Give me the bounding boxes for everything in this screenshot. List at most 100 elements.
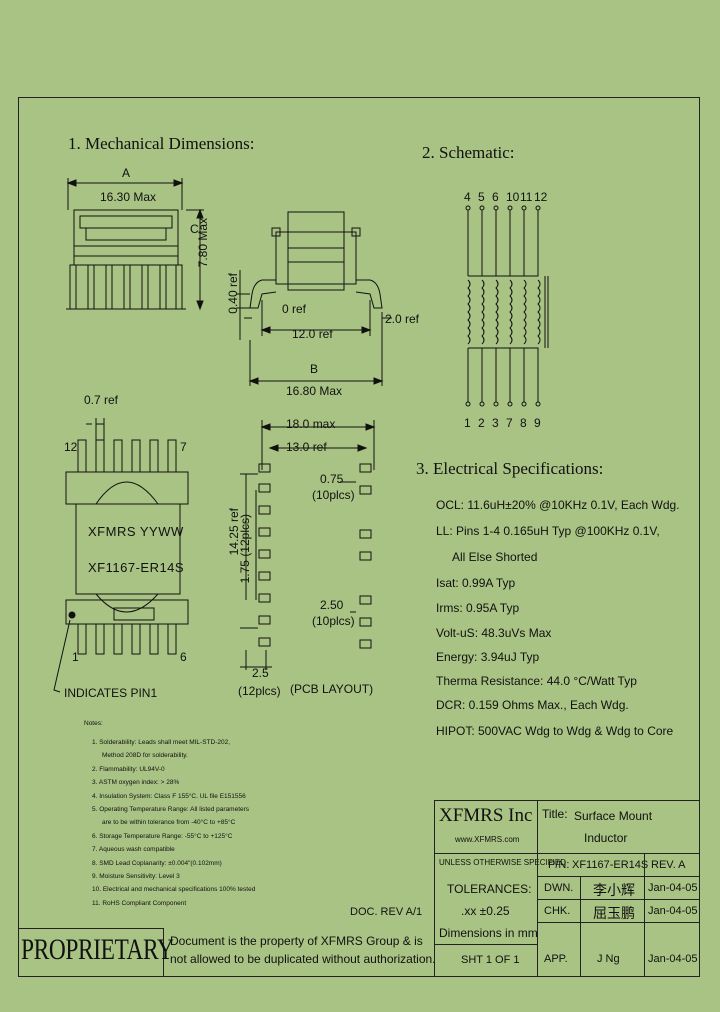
rev-cell: REV. A	[644, 853, 700, 877]
proprietary-line-2: not allowed to be duplicated without aut…	[170, 952, 436, 966]
title-cell: Title: Surface Mount Inductor	[537, 800, 700, 854]
note-item: 2. Flammability: UL94V-0	[92, 765, 165, 773]
dwn-name-cell: 李小辉	[580, 876, 645, 900]
spec-isat: Isat: 0.99A Typ	[436, 576, 516, 590]
rev-label: REV. A	[651, 859, 686, 871]
app-date-cell: Jan-04-05	[644, 922, 700, 977]
tol-line-2: TOLERANCES:	[447, 882, 532, 896]
pcb-dim-075: 0.75	[320, 472, 344, 486]
schematic-heading: 2. Schematic:	[422, 143, 515, 162]
chk-date: Jan-04-05	[648, 905, 698, 917]
pn-cell: P/N: XF1167-ER14S	[537, 853, 649, 877]
bottom-pin: 2	[478, 416, 485, 430]
title-value-2: Inductor	[584, 831, 628, 845]
note-item: 10. Electrical and mechanical specificat…	[92, 886, 256, 894]
pcb-dim-075-count: (10plcs)	[312, 488, 355, 502]
dim-a-value: 16.30 Max	[100, 190, 157, 204]
top-pin: 11	[520, 190, 533, 204]
note-item: Method 208D for solderability.	[102, 752, 188, 760]
note-item: 3. ASTM oxygen index: > 28%	[92, 779, 180, 787]
app-date: Jan-04-05	[648, 953, 698, 965]
company-website: www.XFMRS.com	[455, 835, 520, 844]
dim-b-label: B	[310, 362, 319, 376]
sheet-number: SHT 1 OF 1	[461, 954, 520, 966]
app-label: APP.	[544, 953, 568, 965]
tol-line-4: Dimensions in mm	[439, 926, 538, 940]
bottom-pin: 7	[506, 416, 513, 430]
pcb-dim-13-ref: 13.0 ref	[286, 440, 327, 454]
note-item: 11. RoHS Compliant Component	[92, 899, 187, 907]
dim-b-value: 16.80 Max	[286, 384, 343, 398]
pn-label: P/N:	[548, 859, 570, 871]
pcb-dim-250-count: (10plcs)	[312, 614, 355, 628]
pin1-indicator-note: INDICATES PIN1	[64, 686, 158, 700]
dim-2-ref: 2.0 ref	[385, 312, 420, 326]
note-item: 1. Solderability: Leads shall meet MIL-S…	[92, 739, 231, 746]
chk-name: 屈玉鹏	[593, 905, 635, 921]
dim-12-ref: 12.0 ref	[292, 327, 333, 341]
bottom-pin: 8	[520, 416, 527, 430]
dim-a-label: A	[122, 166, 131, 180]
proprietary-cell: PROPRIETARY	[18, 928, 174, 977]
sheet-cell: SHT 1 OF 1	[434, 944, 538, 977]
dwn-label-cell: DWN.	[537, 876, 581, 900]
pcb-dim-250: 2.50	[320, 598, 344, 612]
spec-irms: Irms: 0.95A Typ	[436, 601, 520, 615]
spec-ll-cont: All Else Shorted	[452, 550, 538, 564]
marking-line-2: XF1167-ER14S	[88, 560, 185, 575]
pin-7-label: 7	[180, 440, 187, 454]
pin-12-label: 12	[64, 440, 78, 454]
note-item: 7. Aqueous wash compatible	[92, 846, 175, 854]
pin-1-label: 1	[72, 650, 79, 664]
spec-ll: LL: Pins 1-4 0.165uH Typ @100KHz 0.1V,	[436, 524, 660, 538]
dwn-name: 李小辉	[593, 882, 635, 898]
proprietary-line-1: Document is the property of XFMRS Group …	[170, 934, 423, 948]
dwn-label: DWN.	[544, 882, 574, 894]
tol-line-3: .xx ±0.25	[461, 904, 510, 918]
app-name: J Ng	[597, 953, 620, 965]
title-label: Title:	[542, 807, 568, 821]
spec-hipot: HIPOT: 500VAC Wdg to Wdg & Wdg to Core	[436, 724, 674, 738]
bottom-pin: 1	[464, 416, 471, 430]
note-item: 9. Moisture Sensitivity: Level 3	[92, 872, 180, 880]
top-pin: 10	[506, 190, 520, 204]
app-name-cell: J Ng	[580, 922, 645, 977]
pin-6-label: 6	[180, 650, 187, 664]
dim-c-label: C	[190, 222, 199, 236]
proprietary-word: PROPRIETARY	[21, 933, 174, 966]
title-value: Surface Mount	[574, 809, 653, 823]
dim-07-ref: 0.7 ref	[84, 393, 119, 407]
note-item: 6. Storage Temperature Range: -55°C to +…	[92, 832, 233, 840]
dwn-date-cell: Jan-04-05	[644, 876, 700, 900]
spec-dcr: DCR: 0.159 Ohms Max., Each Wdg.	[436, 698, 629, 712]
electrical-heading: 3. Electrical Specifications:	[416, 459, 604, 478]
pcb-dim-25: 2.5	[252, 666, 269, 680]
company-name: XFMRS Inc	[439, 805, 533, 826]
chk-name-cell: 屈玉鹏	[580, 899, 645, 923]
chk-date-cell: Jan-04-05	[644, 899, 700, 923]
top-pin: 4	[464, 190, 471, 204]
notes-title: Notes:	[84, 720, 103, 727]
top-pin: 6	[492, 190, 499, 204]
marking-line-1: XFMRS YYWW	[88, 524, 184, 539]
pcb-dim-25-count: (12plcs)	[238, 684, 281, 698]
dim-0-ref: 0 ref	[282, 302, 307, 316]
notes-list: 1. Solderability: Leads shall meet MIL-S…	[92, 739, 256, 914]
bottom-pin: 9	[534, 416, 541, 430]
spec-energy: Energy: 3.94uJ Typ	[436, 650, 540, 664]
mechanical-heading: 1. Mechanical Dimensions:	[68, 134, 255, 153]
pcb-dim-18-max: 18.0 max	[286, 417, 336, 431]
pn-value: XF1167-ER14S	[572, 859, 649, 871]
app-label-cell: APP.	[537, 922, 581, 977]
top-pin: 5	[478, 190, 485, 204]
note-item: 4. Insulation System: Class F 155°C. UL …	[92, 792, 246, 800]
doc-rev: DOC. REV A/1	[350, 906, 423, 918]
tol-line-1: UNLESS OTHERWISE SPECIFIED	[439, 858, 566, 867]
bottom-pin: 3	[492, 416, 499, 430]
note-item: 5. Operating Temperature Range: All list…	[92, 805, 250, 813]
